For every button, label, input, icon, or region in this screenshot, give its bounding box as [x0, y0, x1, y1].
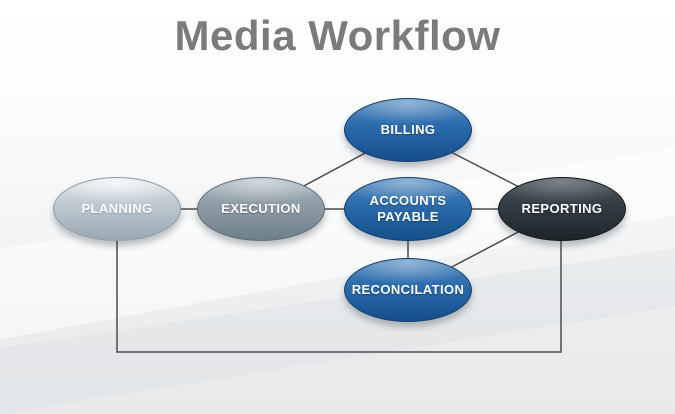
node-accounts-payable-label: ACCOUNTS PAYABLE [369, 192, 447, 224]
node-reconcilation: RECONCILATION [344, 258, 472, 322]
node-reconcilation-label: RECONCILATION [351, 281, 465, 297]
node-accounts-payable: ACCOUNTS PAYABLE [344, 177, 472, 241]
node-reporting: REPORTING [498, 177, 626, 241]
node-billing-label: BILLING [380, 121, 436, 137]
node-reporting-label: REPORTING [521, 200, 603, 216]
connector-planning-reporting-loop [116, 209, 562, 353]
node-planning-label: PLANNING [81, 200, 153, 216]
node-planning: PLANNING [53, 177, 181, 241]
page-title: Media Workflow [174, 12, 501, 59]
node-execution: EXECUTION [197, 177, 325, 241]
node-execution-label: EXECUTION [221, 200, 301, 216]
node-billing: BILLING [344, 98, 472, 162]
